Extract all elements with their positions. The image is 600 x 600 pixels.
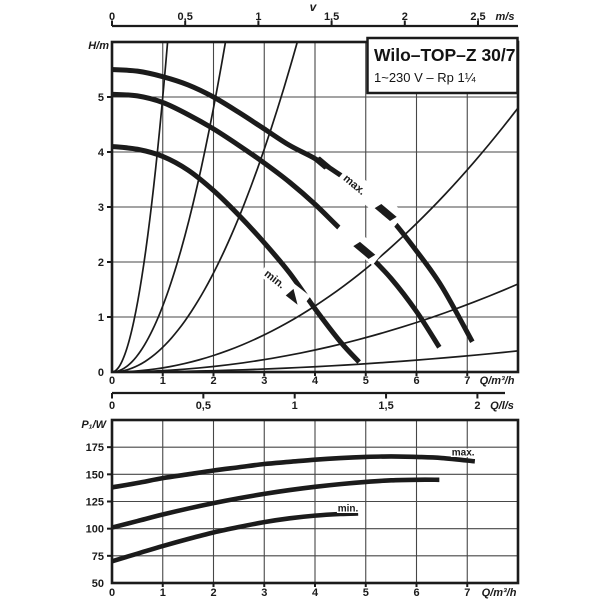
y-tick-label: 0 [98,367,104,379]
y-tick-label: 175 [86,442,104,454]
velocity-tick-label: 1,5 [324,11,339,23]
velocity-tick-label: 0 [109,11,115,23]
x-tick-label: 5 [363,375,369,387]
x-tick-label: 7 [464,587,470,599]
power-curve-label: min. [338,504,359,515]
velocity-tick-label: 1 [255,11,261,23]
marker-dash [353,241,376,259]
system-curve [111,41,227,373]
y-tick-label: 100 [86,524,104,536]
velocity-tick-label: 0,5 [178,11,193,23]
velocity-tick-label: 2,5 [470,11,485,23]
curve-label-mid [334,220,384,266]
y-tick-label: 125 [86,497,104,509]
title-box: Wilo–TOP–Z 30/7 1~230 V – Rp 1¼ [366,36,519,95]
pump-curve-mid-speed [111,91,442,349]
power-y-axis-unit-label: P₁/W [81,419,107,431]
x-tick-label: 3 [261,587,267,599]
y-tick-label: 50 [92,578,104,590]
liters-tick-label: 2 [474,400,480,412]
curve-label-max.: max. [336,166,406,229]
pump-curves-layer [111,67,476,564]
title-box-frame [366,36,519,95]
y-tick-label: 2 [98,257,104,269]
pump-curve-min-speed [111,144,361,364]
marker-dash [313,156,331,170]
system-curve [111,283,519,373]
y-tick-label: 4 [98,147,105,159]
x-tick-label: 2 [210,587,216,599]
system-curve [111,41,169,373]
head-y-axis-unit-label: H/m [88,40,109,52]
liters-tick-label: 0,5 [196,400,211,412]
x-tick-label: 4 [312,375,319,387]
marker-triangle [285,288,298,305]
marker-dash [374,203,397,222]
x-tick-label: 0 [109,375,115,387]
power-curve-label: max. [452,448,475,459]
curve-labels-layer: max.min.max.min. [258,156,476,516]
liters-axis-unit-label: Q/l/s [490,400,514,412]
velocity-tick-label: 2 [402,11,408,23]
velocity-axis-unit-label: m/s [496,11,515,23]
x-tick-label: 5 [363,587,369,599]
power-curve-mid-speed [111,477,440,530]
velocity-axis-title: v [310,0,318,14]
pump-model-title: Wilo–TOP–Z 30/7 [374,45,516,65]
system-curve [111,41,299,373]
x-tick-label: 1 [160,375,166,387]
label-background [258,263,311,309]
x-tick-label: 2 [210,375,216,387]
y-tick-label: 3 [98,202,104,214]
x-tick-label: 3 [261,375,267,387]
pump-model-subtitle: 1~230 V – Rp 1¼ [374,70,476,85]
x-tick-label: 0 [109,587,115,599]
y-tick-label: 150 [86,469,104,481]
x-tick-label: 4 [312,587,319,599]
y-tick-label: 5 [98,92,104,104]
y-tick-label: 1 [98,312,104,324]
head-x-axis-unit-label: Q/m³/h [480,375,515,387]
pump-curve-max-speed [111,67,475,343]
y-tick-label: 75 [92,551,104,563]
liters-tick-label: 1 [292,400,298,412]
x-tick-label: 7 [464,375,470,387]
liters-tick-label: 1,5 [378,400,393,412]
x-tick-label: 6 [413,587,419,599]
curve-marker-dash [313,156,331,170]
liters-tick-label: 0 [109,400,115,412]
power-curve-min-speed [111,511,359,564]
x-tick-label: 1 [160,587,166,599]
x-tick-label: 6 [413,375,419,387]
power-curve-max-speed [111,454,476,490]
power-x-axis-unit-label: Q/m³/h [482,587,517,599]
